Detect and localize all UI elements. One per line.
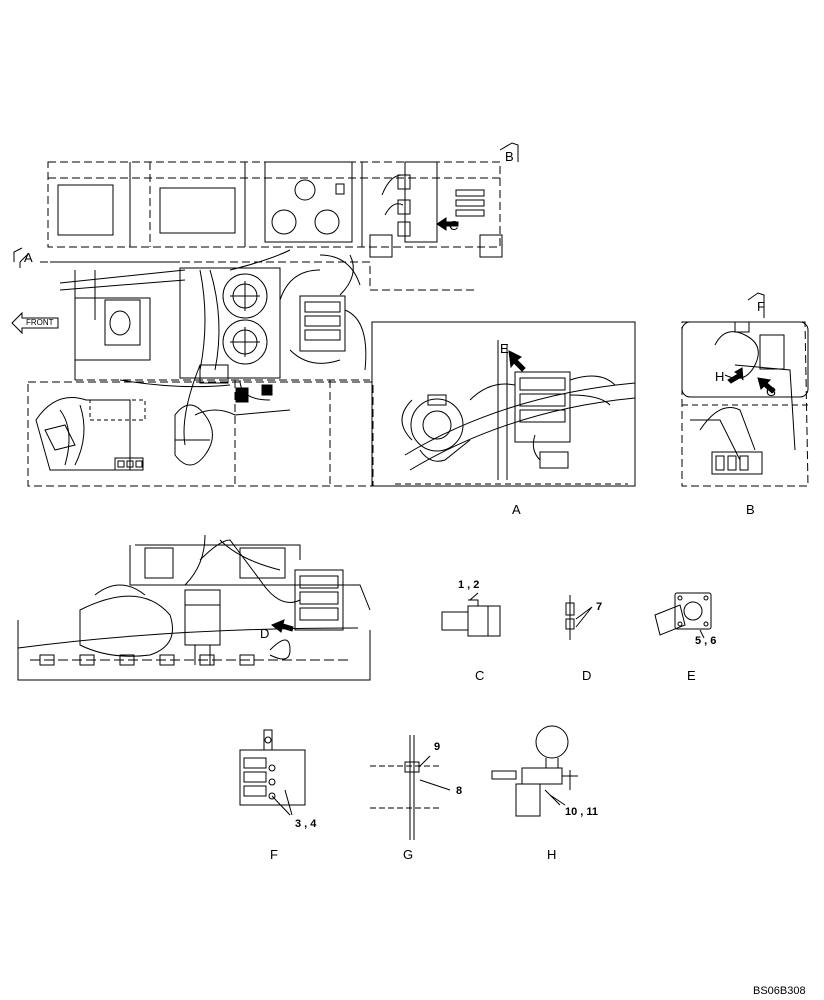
view-ref-a: A	[24, 250, 33, 265]
detail-c-drawing	[441, 592, 501, 637]
view-caption-f: F	[270, 847, 278, 862]
view-caption-b: B	[746, 502, 755, 517]
detail-f-drawing	[239, 729, 306, 816]
view-caption-h: H	[547, 847, 557, 862]
view-caption-c: C	[475, 668, 485, 683]
view-caption-g: G	[403, 847, 414, 862]
arrow-label-h: H	[715, 369, 725, 384]
detail-e-drawing	[654, 592, 712, 639]
detail-d-drawing	[565, 595, 593, 640]
callout-5-6: 5 , 6	[695, 635, 717, 647]
callout-1-2: 1 , 2	[458, 579, 480, 591]
detail-h-drawing	[491, 725, 578, 817]
drawing-code: BS06B308	[753, 985, 806, 997]
view-b-drawing	[681, 292, 809, 487]
view-ref-f: F	[757, 299, 765, 314]
arrow-label-d: D	[260, 626, 270, 641]
callout-3-4: 3 , 4	[295, 818, 317, 830]
callout-8: 8	[456, 785, 463, 797]
arrow-label-c: C	[449, 218, 459, 233]
view-ref-b: B	[505, 149, 514, 164]
detail-g-drawing	[370, 735, 451, 840]
arrow-label-g: G	[766, 384, 777, 399]
front-label: FRONT	[26, 318, 54, 327]
callout-10-11: 10 , 11	[565, 806, 599, 818]
view-caption-a: A	[512, 502, 521, 517]
view-caption-d: D	[582, 668, 592, 683]
arrow-label-e: E	[500, 341, 509, 356]
main-top-view	[11, 142, 519, 487]
view-a-drawing	[371, 321, 636, 487]
view-caption-e: E	[687, 668, 696, 683]
side-view-drawing	[17, 534, 371, 681]
callout-7: 7	[596, 601, 603, 613]
callout-9: 9	[434, 741, 441, 753]
